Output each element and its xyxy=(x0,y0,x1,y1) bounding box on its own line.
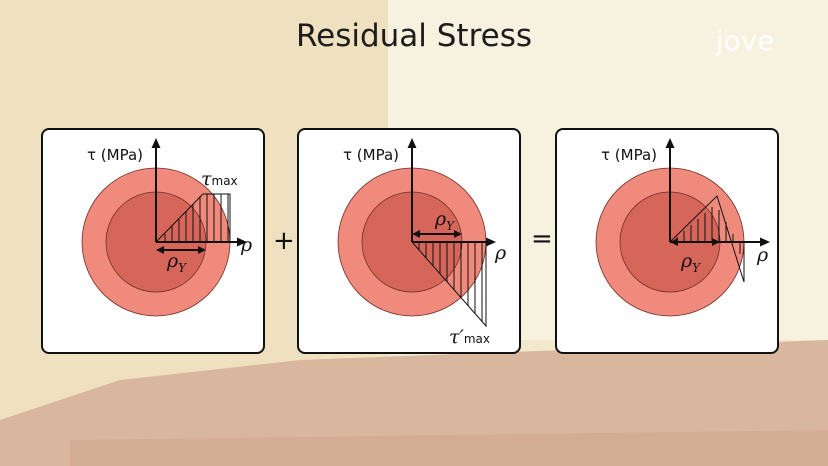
rho-y-dimension xyxy=(156,246,206,254)
rho-axis-label: ρ xyxy=(241,234,253,256)
panel-residual: τ (MPa) ρ ρY xyxy=(555,128,779,354)
equals-sign: = xyxy=(531,224,553,254)
stress-distribution xyxy=(669,195,745,283)
rho-y-dimension xyxy=(670,238,720,246)
rho-y-label: ρY xyxy=(681,250,701,275)
tau-axis-label: τ (MPa) xyxy=(87,146,144,164)
panel-unloading: τ (MPa) ρ ρY τ′max xyxy=(297,128,521,354)
tau-axis-label: τ (MPa) xyxy=(343,146,400,164)
stress-distribution xyxy=(411,241,487,328)
tau-prime-max-label: τ′max xyxy=(449,326,490,348)
axes xyxy=(151,138,247,247)
rho-y-label: ρY xyxy=(435,208,455,233)
tau-max-label: τmax xyxy=(201,168,238,190)
plus-sign: + xyxy=(273,226,295,256)
panel-elastic-plastic: τ (MPa) ρ ρY τmax xyxy=(41,128,265,354)
page-title: Residual Stress xyxy=(295,18,533,54)
stress-distribution xyxy=(155,193,231,243)
rho-y-label: ρY xyxy=(167,250,187,275)
axes xyxy=(407,138,496,247)
rho-axis-label: ρ xyxy=(757,244,769,266)
jove-logo: jove xyxy=(716,26,775,57)
rho-axis-label: ρ xyxy=(495,242,507,264)
tau-axis-label: τ (MPa) xyxy=(601,146,658,164)
rho-y-dimension xyxy=(412,230,462,238)
